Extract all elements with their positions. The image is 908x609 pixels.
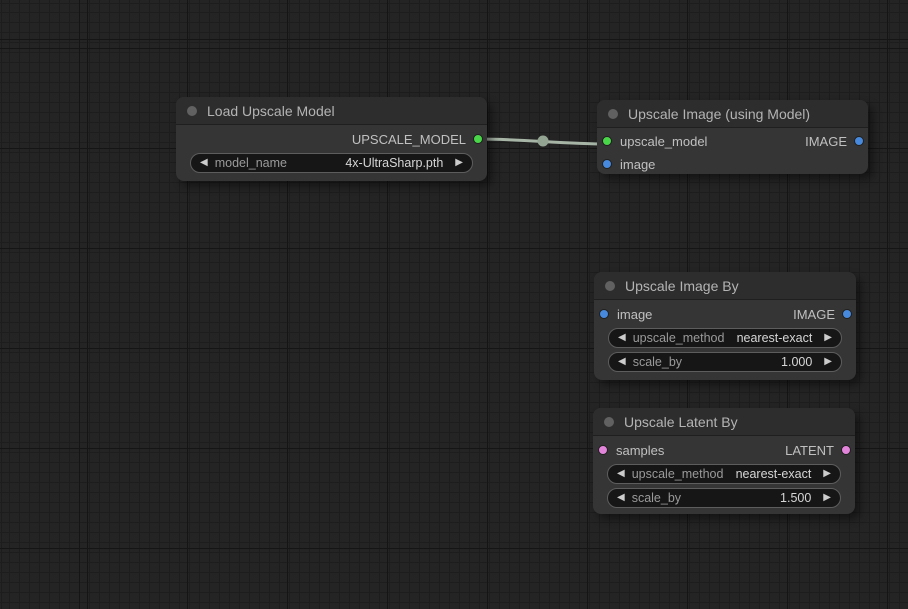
- link-upscale-model[interactable]: [477, 137, 609, 146]
- widget-label: model_name: [214, 156, 287, 170]
- input-port-image[interactable]: [599, 309, 609, 319]
- node-upscale-image-by[interactable]: Upscale Image By image IMAGE ◀ upscale_m…: [594, 272, 856, 380]
- input-label-image: image: [620, 156, 656, 172]
- left-arrow-icon[interactable]: ◀: [618, 356, 626, 367]
- collapse-dot[interactable]: [608, 108, 618, 119]
- node-title-bar[interactable]: Upscale Image By: [594, 272, 856, 300]
- node-title-bar[interactable]: Load Upscale Model: [176, 97, 487, 125]
- node-title: Load Upscale Model: [207, 102, 335, 119]
- widget-value[interactable]: 4x-UltraSharp.pth: [345, 156, 444, 170]
- node-title: Upscale Latent By: [624, 413, 738, 430]
- input-label-samples: samples: [616, 442, 665, 458]
- widget-value[interactable]: nearest-exact: [736, 331, 813, 345]
- widget-label: scale_by: [631, 491, 682, 505]
- widget-scale-by[interactable]: ◀ scale_by 1.000 ▶: [608, 352, 842, 372]
- right-arrow-icon[interactable]: ▶: [823, 492, 831, 503]
- output-port-latent[interactable]: [841, 445, 851, 455]
- node-title: Upscale Image By: [625, 277, 739, 294]
- right-arrow-icon[interactable]: ▶: [823, 468, 831, 479]
- widget-label: scale_by: [632, 355, 683, 369]
- left-arrow-icon[interactable]: ◀: [618, 332, 626, 343]
- input-label-image: image: [617, 306, 653, 322]
- output-port-upscale-model[interactable]: [473, 134, 483, 144]
- node-title: Upscale Image (using Model): [628, 105, 811, 122]
- left-arrow-icon[interactable]: ◀: [617, 492, 625, 503]
- widget-value[interactable]: 1.500: [780, 491, 812, 505]
- widget-scale-by[interactable]: ◀ scale_by 1.500 ▶: [607, 488, 841, 508]
- right-arrow-icon[interactable]: ▶: [824, 356, 832, 367]
- node-title-bar[interactable]: Upscale Latent By: [593, 408, 855, 436]
- link-midpoint-dot[interactable]: [537, 135, 549, 147]
- right-arrow-icon[interactable]: ▶: [824, 332, 832, 343]
- input-port-samples[interactable]: [598, 445, 608, 455]
- widget-value[interactable]: nearest-exact: [735, 467, 812, 481]
- node-upscale-latent-by[interactable]: Upscale Latent By samples LATENT ◀ upsca…: [593, 408, 855, 514]
- left-arrow-icon[interactable]: ◀: [617, 468, 625, 479]
- collapse-dot[interactable]: [604, 416, 614, 427]
- input-port-image[interactable]: [602, 159, 612, 169]
- output-label-image: IMAGE: [793, 306, 835, 322]
- widget-label: upscale_method: [632, 331, 725, 345]
- node-upscale-image-using-model[interactable]: Upscale Image (using Model) upscale_mode…: [597, 100, 868, 174]
- collapse-dot[interactable]: [605, 280, 615, 291]
- widget-value[interactable]: 1.000: [781, 355, 813, 369]
- output-label-image: IMAGE: [805, 133, 847, 149]
- node-load-upscale-model[interactable]: Load Upscale Model UPSCALE_MODEL ◀ model…: [176, 97, 487, 181]
- input-port-upscale-model[interactable]: [602, 136, 612, 146]
- left-arrow-icon[interactable]: ◀: [200, 157, 208, 168]
- widget-upscale-method[interactable]: ◀ upscale_method nearest-exact ▶: [607, 464, 841, 484]
- widget-model-name[interactable]: ◀ model_name 4x-UltraSharp.pth ▶: [190, 153, 473, 173]
- output-label-latent: LATENT: [785, 442, 834, 458]
- output-label-upscale-model: UPSCALE_MODEL: [351, 131, 466, 147]
- output-port-image[interactable]: [842, 309, 852, 319]
- widget-upscale-method[interactable]: ◀ upscale_method nearest-exact ▶: [608, 328, 842, 348]
- widget-label: upscale_method: [631, 467, 724, 481]
- collapse-dot[interactable]: [187, 105, 197, 116]
- input-label-upscale-model: upscale_model: [620, 133, 708, 149]
- right-arrow-icon[interactable]: ▶: [455, 157, 463, 168]
- node-title-bar[interactable]: Upscale Image (using Model): [597, 100, 868, 128]
- output-port-image[interactable]: [854, 136, 864, 146]
